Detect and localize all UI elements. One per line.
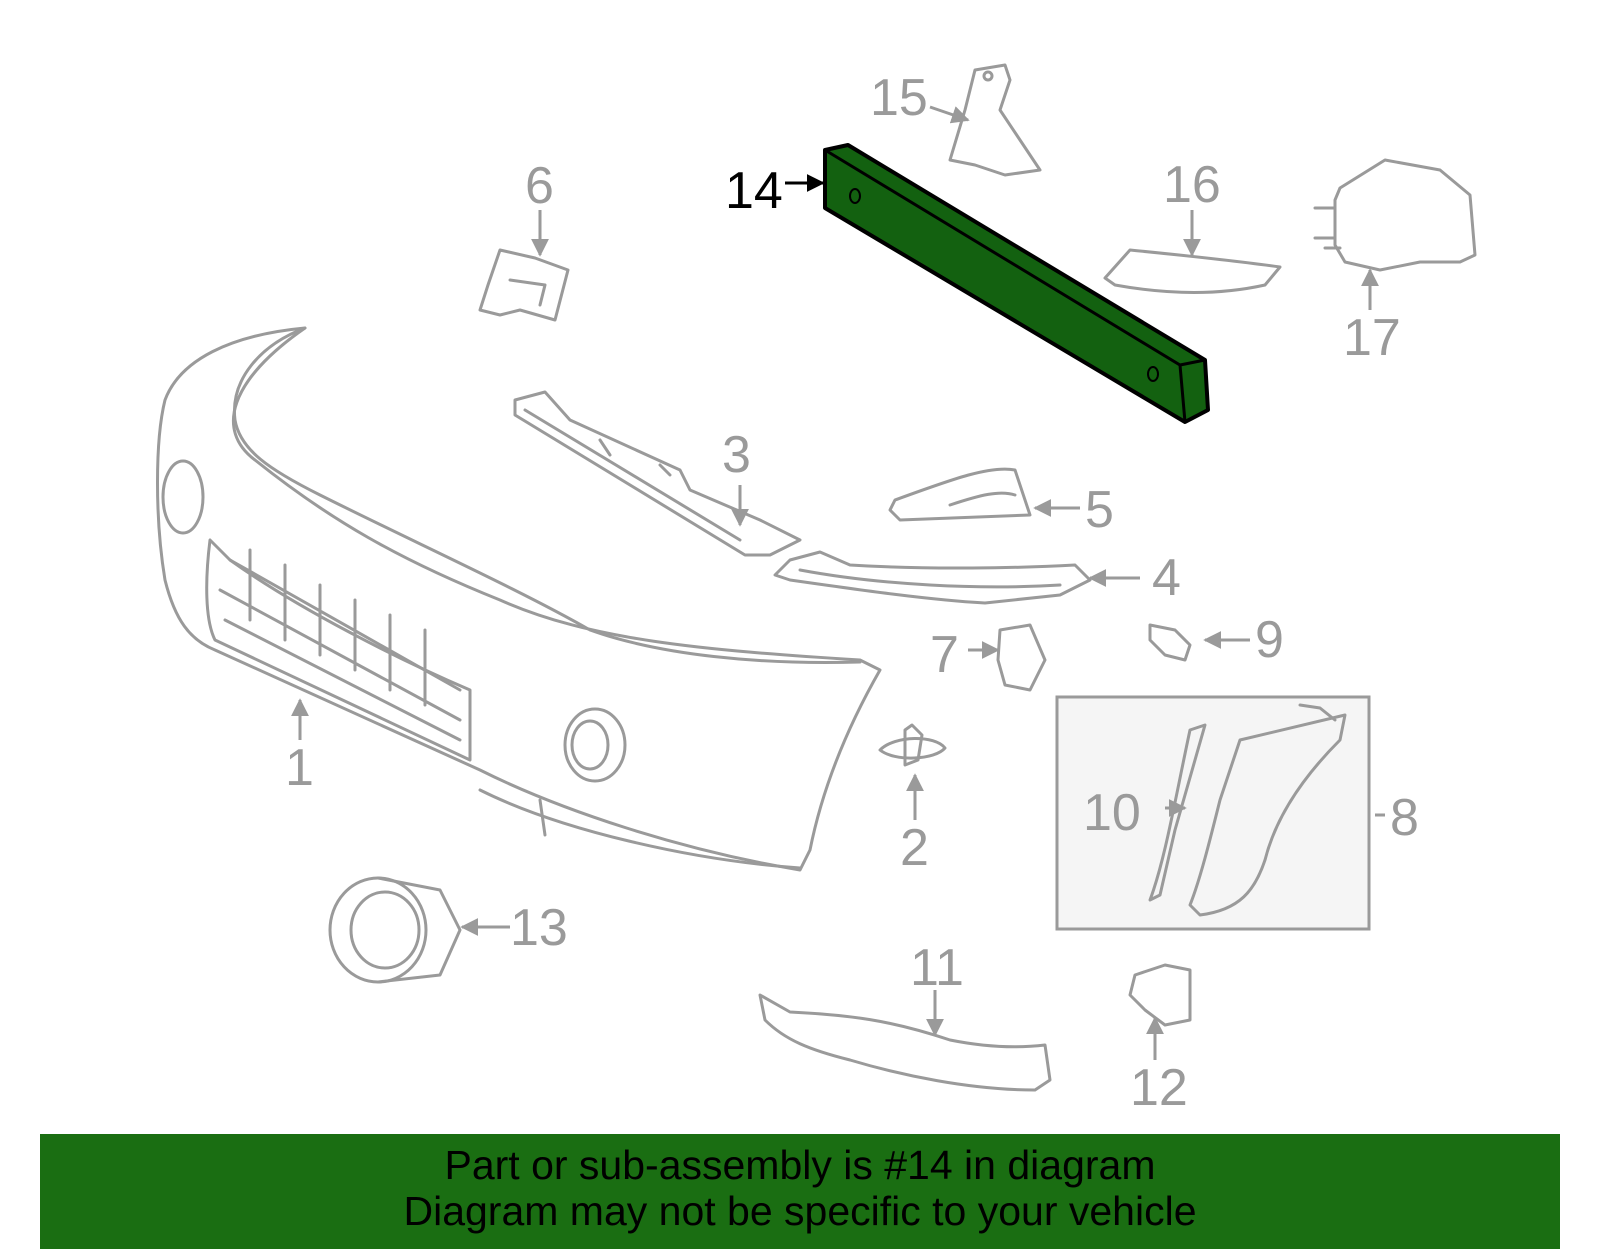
callout-13: 13 bbox=[510, 899, 568, 957]
callout-9: 9 bbox=[1255, 611, 1284, 669]
mount-part-17 bbox=[1313, 158, 1477, 272]
fog-lamp-part-13 bbox=[328, 876, 462, 984]
sub-assembly-box-8 bbox=[1055, 695, 1371, 931]
retainer-part-3 bbox=[513, 390, 802, 557]
callout-8: 8 bbox=[1390, 789, 1419, 847]
callout-6: 6 bbox=[525, 157, 554, 215]
banner-line-2: Diagram may not be specific to your vehi… bbox=[403, 1188, 1197, 1234]
callout-10: 10 bbox=[1083, 784, 1141, 842]
bracket-part-16 bbox=[1103, 248, 1282, 294]
callout-1: 1 bbox=[285, 739, 314, 797]
clip-part-2 bbox=[878, 723, 947, 767]
bracket-part-5 bbox=[888, 467, 1032, 522]
reinforcement-part-14-highlighted[interactable] bbox=[823, 143, 1210, 424]
retainer-part-4 bbox=[773, 550, 1092, 605]
info-banner: Part or sub-assembly is #14 in diagram D… bbox=[40, 1134, 1560, 1249]
bumper-cover-part bbox=[156, 326, 882, 872]
bracket-part-12 bbox=[1128, 963, 1192, 1027]
callout-2: 2 bbox=[900, 819, 929, 877]
callout-12: 12 bbox=[1130, 1059, 1188, 1117]
banner-line-1: Part or sub-assembly is #14 in diagram bbox=[444, 1142, 1156, 1188]
trim-part-11 bbox=[758, 993, 1052, 1092]
callout-7: 7 bbox=[930, 626, 959, 684]
bracket-part-6 bbox=[478, 248, 570, 322]
callout-16: 16 bbox=[1163, 156, 1221, 214]
callout-3: 3 bbox=[722, 426, 751, 484]
bracket-part-7 bbox=[996, 623, 1047, 692]
callout-11: 11 bbox=[910, 939, 964, 997]
callout-17: 17 bbox=[1343, 309, 1401, 367]
callout-4: 4 bbox=[1152, 549, 1181, 607]
callout-15: 15 bbox=[870, 69, 928, 127]
clip-part-9 bbox=[1148, 623, 1192, 662]
callout-5: 5 bbox=[1085, 481, 1114, 539]
bracket-part-15 bbox=[948, 63, 1042, 177]
callout-14: 14 bbox=[725, 162, 783, 220]
